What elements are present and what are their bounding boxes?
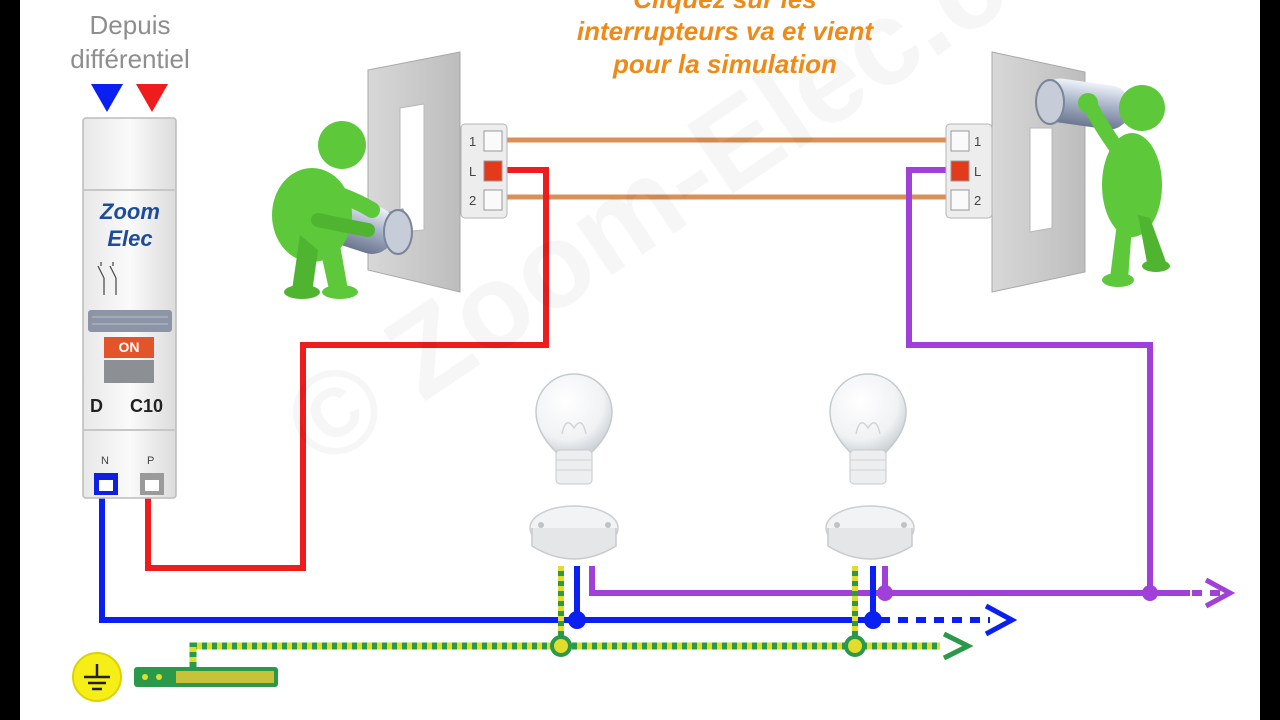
person-right-icon bbox=[1035, 78, 1170, 287]
terminal-n-label: N bbox=[101, 455, 109, 467]
bulb-icon bbox=[535, 373, 613, 485]
return-junction bbox=[1142, 585, 1158, 601]
bulb-icon bbox=[829, 373, 907, 485]
return-arrow-icon bbox=[1204, 577, 1236, 609]
switch-right[interactable] bbox=[945, 51, 1170, 293]
switch-left[interactable] bbox=[272, 51, 508, 299]
breaker-symbol-icon bbox=[97, 262, 117, 295]
breaker-window bbox=[104, 360, 154, 383]
breaker-lever[interactable] bbox=[88, 310, 172, 332]
neutral-junction bbox=[568, 611, 586, 629]
lamp-2 bbox=[825, 373, 915, 560]
switch-left-terminal-l: L bbox=[469, 164, 477, 179]
return-junction bbox=[877, 585, 893, 601]
switch-right-terminal-1: 1 bbox=[974, 134, 982, 149]
ground-icon bbox=[72, 652, 122, 702]
switch-left-terminal-2: 2 bbox=[469, 193, 477, 208]
earth-junction bbox=[550, 635, 572, 657]
terminal-block-left bbox=[460, 123, 508, 219]
lamp-1 bbox=[529, 373, 619, 560]
phase-wire bbox=[145, 167, 549, 571]
person-left-icon bbox=[272, 121, 413, 299]
phase-source-icon bbox=[136, 84, 168, 112]
switch-left-terminal-1: 1 bbox=[469, 134, 477, 149]
circuit-breaker[interactable] bbox=[82, 117, 177, 499]
instruction-line-2: interrupteurs va et vient bbox=[576, 16, 874, 46]
breaker-curve-type: D bbox=[90, 396, 103, 416]
traveler-wires bbox=[505, 137, 948, 200]
terminal-p-label: P bbox=[147, 455, 155, 467]
source-label-line-1: Depuis bbox=[89, 10, 171, 40]
earth-junction bbox=[844, 635, 866, 657]
neutral-source-icon bbox=[91, 84, 123, 112]
neutral-arrow-icon bbox=[984, 603, 1018, 637]
neutral-junction bbox=[864, 611, 882, 629]
switch-right-terminal-l: L bbox=[974, 164, 982, 179]
earth-wire bbox=[189, 566, 940, 672]
terminal-block-right bbox=[945, 123, 993, 219]
switch-right-terminal-2: 2 bbox=[974, 193, 982, 208]
instruction-line-1: Cliquez sur les bbox=[520, 0, 930, 16]
return-wire bbox=[906, 167, 1153, 593]
breaker-on-indicator: ON bbox=[104, 337, 154, 358]
breaker-brand-line-2: Elec bbox=[107, 226, 153, 251]
earth-arrow-icon bbox=[942, 631, 974, 661]
source-label-line-2: différentiel bbox=[70, 44, 190, 74]
return-bus bbox=[589, 566, 1190, 596]
earth-bar bbox=[134, 667, 278, 687]
instruction-line-3: pour la simulation bbox=[613, 49, 837, 79]
neutral-wire bbox=[99, 498, 875, 623]
breaker-brand-line-1: Zoom bbox=[100, 199, 160, 224]
breaker-rating: C10 bbox=[130, 396, 164, 416]
